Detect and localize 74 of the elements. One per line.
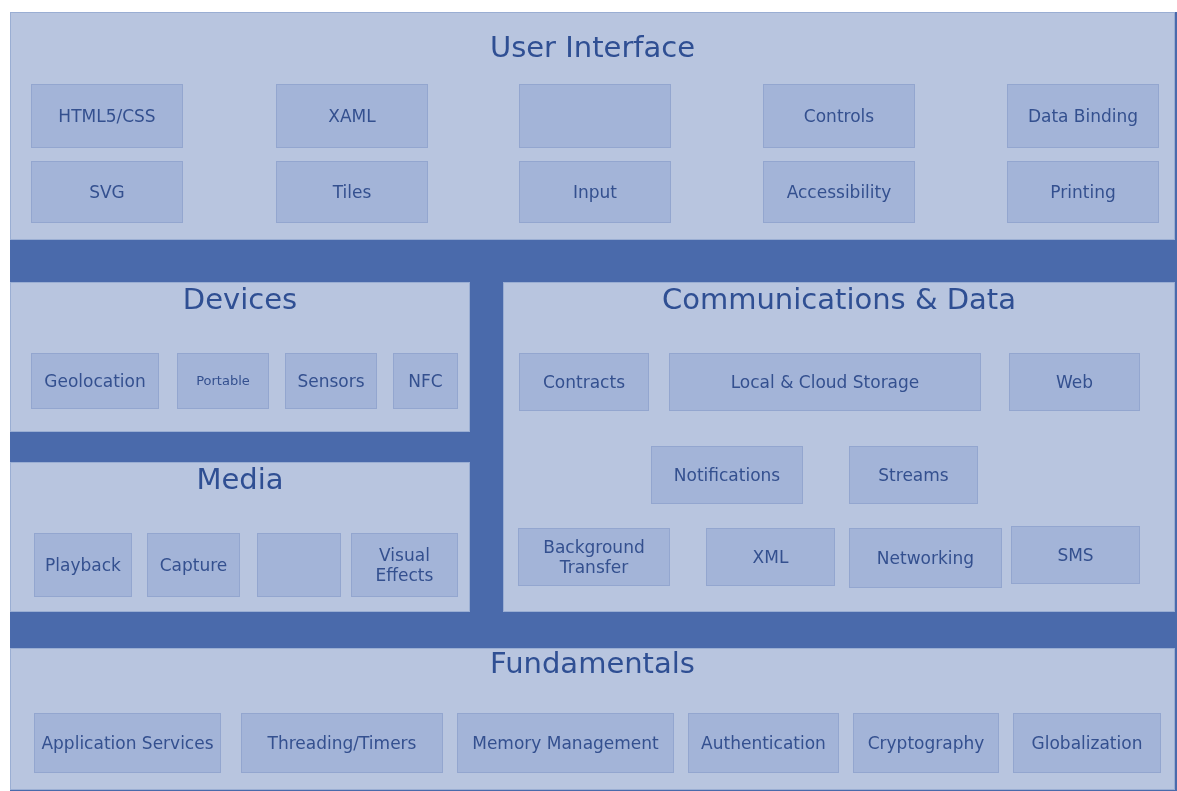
component-label: Notifications bbox=[673, 464, 781, 486]
empty-box bbox=[257, 533, 341, 597]
component-label: HTML5/CSS bbox=[58, 105, 156, 127]
component-box bbox=[1007, 161, 1159, 223]
component-box bbox=[31, 84, 183, 148]
component-box bbox=[1013, 713, 1161, 773]
component-box bbox=[351, 533, 458, 597]
component-label: Accessibility bbox=[786, 181, 892, 203]
component-label: Memory Management bbox=[472, 732, 659, 754]
component-label: Capture bbox=[159, 554, 228, 576]
component-label: SMS bbox=[1057, 544, 1094, 566]
component-box bbox=[276, 161, 428, 223]
component-box bbox=[34, 533, 132, 597]
component-box bbox=[1011, 526, 1140, 584]
component-label: Authentication bbox=[701, 732, 826, 754]
component-label: Local & Cloud Storage bbox=[730, 371, 920, 393]
component-box bbox=[669, 353, 981, 411]
component-label: Web bbox=[1055, 371, 1094, 393]
component-box bbox=[763, 161, 915, 223]
layer-panel bbox=[10, 12, 1175, 240]
component-box bbox=[706, 528, 835, 586]
component-box bbox=[763, 84, 915, 148]
component-label: Controls bbox=[803, 105, 875, 127]
layer-panel bbox=[10, 462, 470, 612]
component-box bbox=[177, 353, 269, 409]
component-label: Visual Effects bbox=[374, 544, 435, 586]
component-label: Input bbox=[573, 181, 617, 203]
component-box bbox=[518, 528, 670, 586]
component-label: Application Services bbox=[41, 732, 214, 754]
component-label: Threading/Timers bbox=[267, 732, 417, 754]
empty-box bbox=[519, 84, 671, 148]
layer-title: Fundamentals bbox=[489, 646, 696, 680]
component-box bbox=[688, 713, 839, 773]
component-label: Cryptography bbox=[867, 732, 985, 754]
component-box bbox=[519, 353, 649, 411]
component-box bbox=[849, 528, 1002, 588]
component-label: Printing bbox=[1050, 181, 1116, 203]
layer-panel bbox=[503, 282, 1175, 612]
component-label: Contracts bbox=[543, 371, 625, 393]
component-label: Playback bbox=[45, 554, 121, 576]
component-box bbox=[31, 353, 159, 409]
component-label: Geolocation bbox=[44, 370, 146, 392]
component-label: Sensors bbox=[297, 370, 365, 392]
component-label: NFC bbox=[408, 370, 443, 392]
component-box bbox=[1007, 84, 1159, 148]
component-label: Tiles bbox=[332, 181, 372, 203]
layer-title: Media bbox=[195, 462, 285, 496]
component-box bbox=[519, 161, 671, 223]
component-label: Globalization bbox=[1031, 732, 1143, 754]
component-label: Data Binding bbox=[1027, 105, 1139, 127]
component-label: XML bbox=[752, 546, 789, 568]
component-label: Portable bbox=[196, 373, 250, 389]
component-box bbox=[31, 161, 183, 223]
layer-panel bbox=[10, 282, 470, 432]
component-label: Streams bbox=[878, 464, 949, 486]
component-box bbox=[147, 533, 240, 597]
component-label: XAML bbox=[328, 105, 376, 127]
component-label: Networking bbox=[876, 547, 975, 569]
layer-title: User Interface bbox=[488, 30, 697, 64]
component-box bbox=[849, 446, 978, 504]
component-box bbox=[241, 713, 443, 773]
layer-title: Devices bbox=[181, 282, 299, 316]
component-box bbox=[285, 353, 377, 409]
layer-panel bbox=[10, 648, 1175, 790]
component-box bbox=[1009, 353, 1140, 411]
component-label: Background Transfer bbox=[542, 536, 646, 578]
component-box bbox=[853, 713, 999, 773]
component-box bbox=[276, 84, 428, 148]
component-label: SVG bbox=[89, 181, 125, 203]
component-box bbox=[393, 353, 458, 409]
component-box bbox=[651, 446, 803, 504]
component-box bbox=[457, 713, 674, 773]
layer-title: Communications & Data bbox=[661, 282, 1017, 316]
component-box bbox=[34, 713, 221, 773]
